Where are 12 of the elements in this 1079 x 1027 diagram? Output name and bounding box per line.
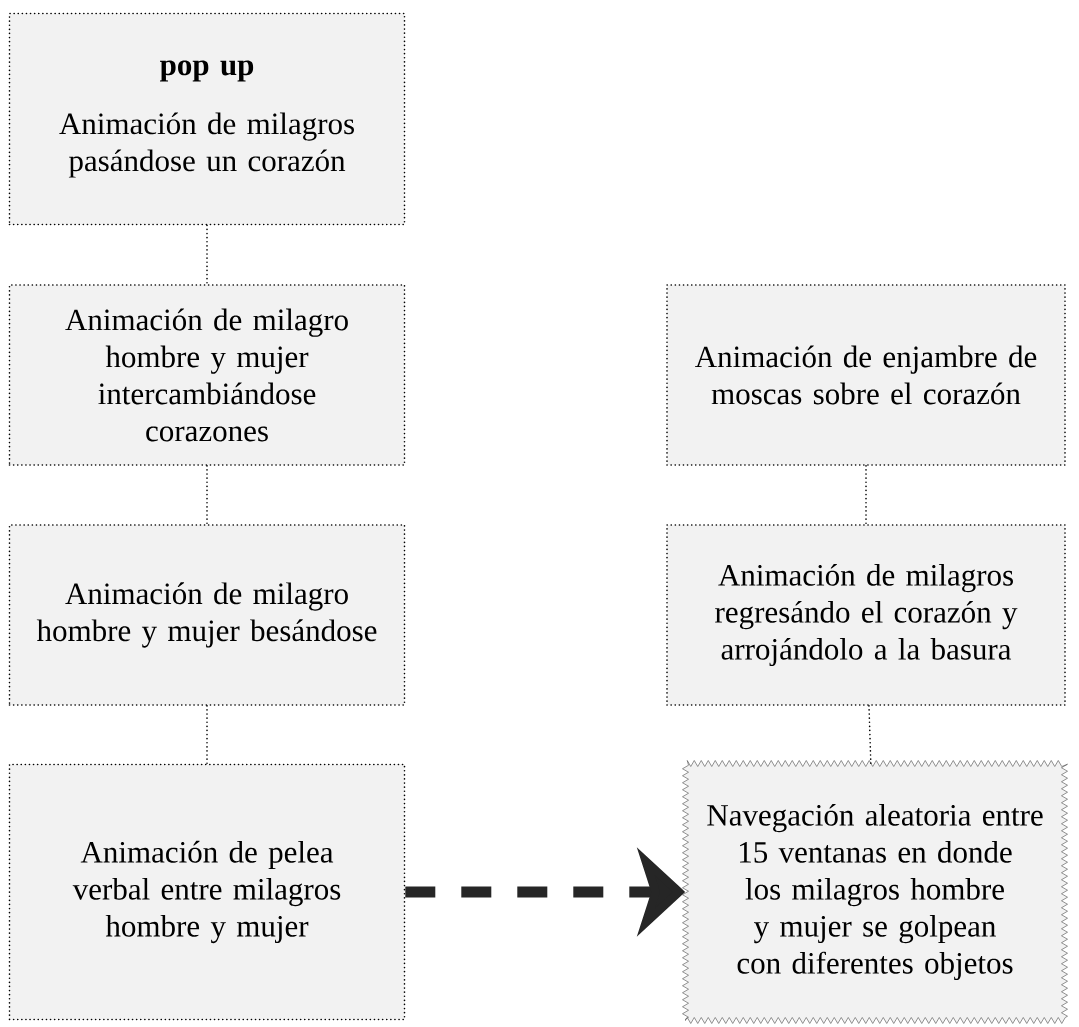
connector-line [206, 705, 208, 765]
process-box: Animación de enjambre de moscas sobre el corazón [666, 284, 1066, 466]
connector-line [206, 224, 208, 285]
process-box: Animación de pelea verbal entre milagros hombre y mujer [8, 763, 406, 1021]
process-box: Navegación aleatoria entre 15 ventanas en donde los milagros hombre y mujer se golpean con diferentes objetos [682, 760, 1068, 1024]
process-box: pop up Animación de milagros pasándose un corazón [8, 12, 406, 226]
process-box: Animación de milagro hombre y mujer besándose [8, 524, 406, 706]
connector-line [868, 705, 872, 764]
process-box: Animación de milagros regresándo el corazón y arrojándolo a la basura [666, 524, 1066, 706]
process-box: Animación de milagro hombre y mujer intercambiándose corazones [8, 284, 406, 466]
connector-line [865, 465, 867, 525]
connector-line [206, 465, 208, 525]
